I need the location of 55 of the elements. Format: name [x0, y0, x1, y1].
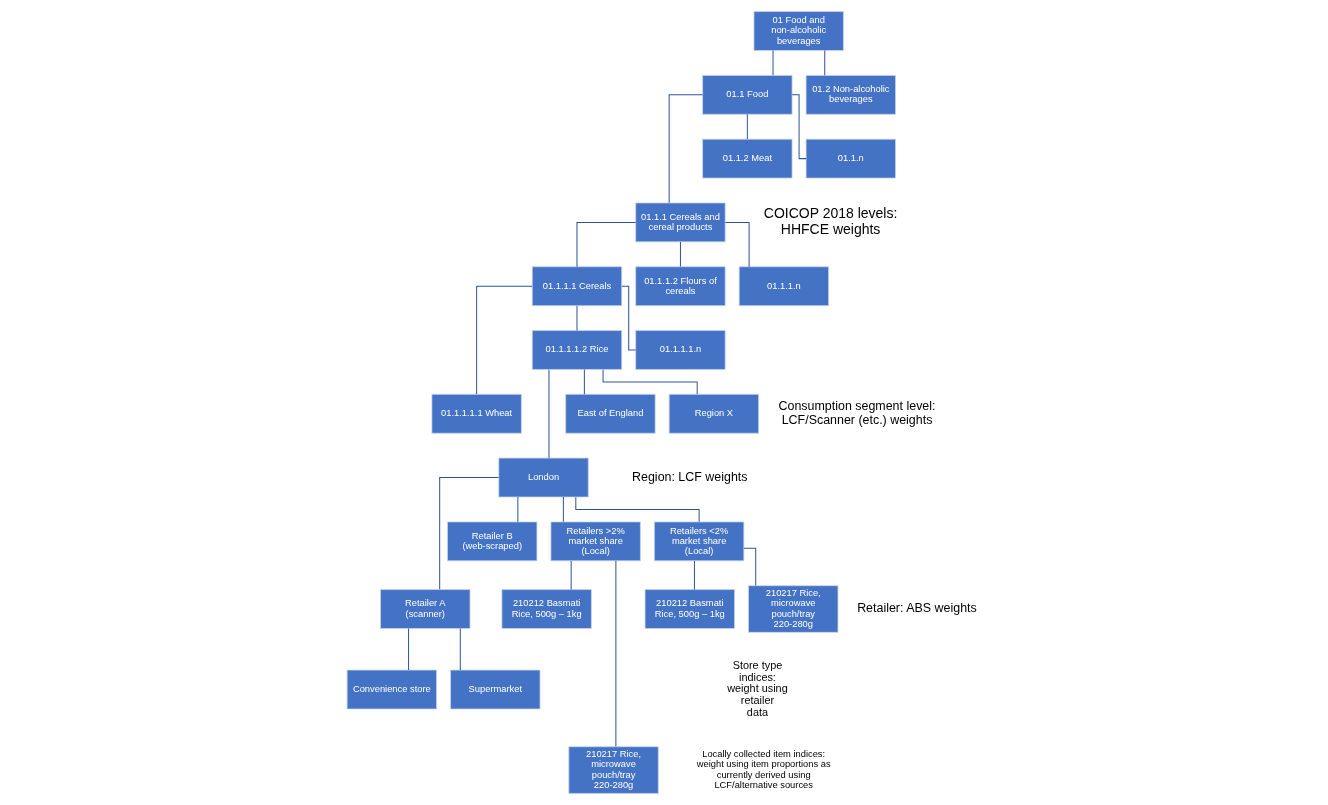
label: Store type indices: weight using retailer data	[726, 659, 788, 718]
connector	[602, 369, 698, 395]
node-box: Retailer A (scanner)	[379, 589, 470, 629]
node-box: Convenience store	[346, 669, 437, 710]
node-box: 01.1.1.1.1 Wheat	[431, 393, 522, 434]
connector	[693, 560, 695, 590]
node-box: 01.1.1.2 Flours of cereals	[634, 266, 726, 307]
connector	[574, 496, 700, 523]
connector	[614, 560, 616, 748]
node-box: 01.1.n	[805, 138, 896, 179]
label: Region: LCF weights	[631, 469, 748, 484]
connector	[823, 50, 825, 76]
connector	[746, 113, 748, 140]
node-box: East of England	[564, 393, 656, 434]
connector	[438, 477, 499, 590]
connector	[459, 628, 461, 671]
node-box: 01.1 Food	[701, 75, 792, 115]
node-box: 01 Food and non-alcoholic beverages	[753, 11, 844, 51]
node-box: 01.2 Non-alcoholic beverages	[805, 75, 896, 115]
node-box: Retailers >2% market share (Local)	[550, 521, 641, 562]
connector	[575, 305, 577, 331]
connector	[475, 285, 533, 395]
connector	[679, 241, 681, 268]
node-box: Retailers <2% market share (Local)	[653, 521, 744, 562]
connector	[620, 285, 636, 351]
connector	[772, 50, 774, 76]
connector	[570, 560, 572, 590]
label: Locally collected item indices: weight using item proportions as currently derived using LCF/alternative sources	[696, 749, 831, 790]
node-box: 01.1.1.1.n	[634, 330, 726, 370]
node-box: Region X	[668, 393, 759, 434]
node-box: 210212 Basmati Rice, 500g – 1kg	[501, 589, 592, 629]
node-box: Retailer B (web-scraped)	[446, 521, 537, 562]
connector	[583, 368, 585, 395]
node-box: 01.1.2 Meat	[701, 138, 792, 179]
label: Consumption segment level: LCF/Scanner (etc.) weights	[778, 398, 935, 427]
label: Retailer: ABS weights	[856, 600, 977, 615]
node-box: 01.1.1 Cereals and cereal products	[634, 202, 726, 243]
label: COICOP 2018 levels: HHFCE weights	[763, 205, 897, 237]
node-box: 210212 Basmati Rice, 500g – 1kg	[644, 589, 735, 629]
connector	[743, 547, 756, 586]
node-box: Supermarket	[449, 669, 540, 710]
node-box: 210217 Rice, microwave pouch/tray 220-280g	[747, 585, 838, 633]
node-box: 210217 Rice, microwave pouch/tray 220-280g	[567, 746, 659, 794]
node-box: 01.1.1.1 Cereals	[531, 266, 622, 307]
connector	[668, 94, 703, 204]
connector	[791, 94, 807, 160]
connector	[547, 369, 549, 459]
node-box: 01.1.1.n	[738, 266, 829, 307]
connector	[407, 628, 409, 671]
connector	[562, 496, 564, 523]
node-box: London	[497, 457, 589, 498]
node-box: 01.1.1.1.2 Rice	[531, 330, 622, 370]
connector	[516, 496, 518, 523]
connector	[724, 221, 750, 268]
connector	[575, 221, 636, 268]
